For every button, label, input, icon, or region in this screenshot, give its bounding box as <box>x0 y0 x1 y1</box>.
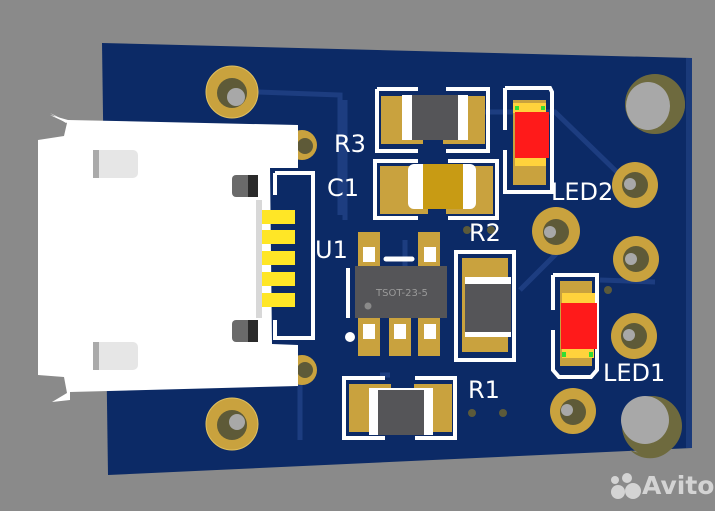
watermark-text: Avito <box>642 470 715 500</box>
label-u1: U1 <box>315 236 348 264</box>
label-led1: LED1 <box>603 359 666 387</box>
r1-component <box>342 376 457 440</box>
label-led2: LED2 <box>551 178 614 206</box>
r3-component <box>375 87 490 153</box>
avito-logo-icon <box>611 473 641 499</box>
vias <box>463 226 612 417</box>
c1-component <box>373 159 499 220</box>
mounting-hole-bottom-right <box>621 396 682 459</box>
u1-component <box>345 232 447 356</box>
usb-silkscreen-outline <box>273 171 315 340</box>
mounting-hole-top-right <box>625 74 685 134</box>
usb-pins <box>262 210 295 307</box>
led1-component <box>551 273 599 379</box>
r2-component <box>454 250 516 362</box>
micro-usb-connector[interactable] <box>38 113 298 402</box>
avito-watermark: Avito <box>642 470 714 500</box>
u1-package-text: TSOT-23-5 <box>376 288 428 299</box>
led2-component <box>503 86 554 194</box>
label-c1: C1 <box>327 174 360 202</box>
label-r1: R1 <box>468 376 500 404</box>
label-r3: R3 <box>334 130 366 158</box>
label-r2: R2 <box>469 219 501 247</box>
